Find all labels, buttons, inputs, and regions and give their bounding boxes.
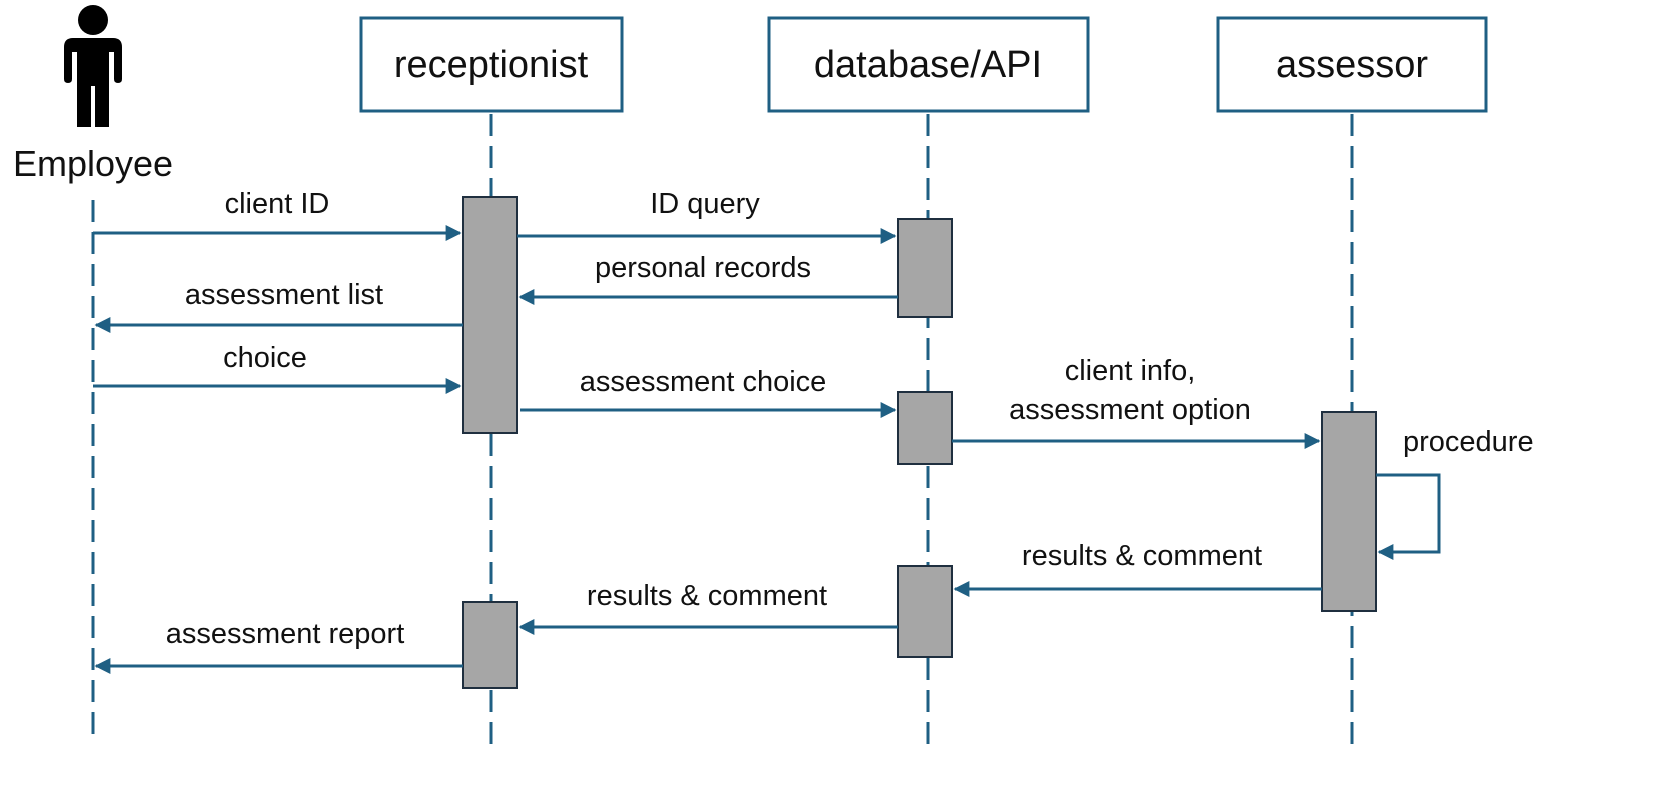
participant-assessor: assessor: [1216, 16, 1488, 113]
activation-bar: [462, 196, 518, 434]
message-label: choice: [223, 342, 307, 374]
self-message-arrow: [1376, 473, 1441, 560]
person-icon: [64, 5, 122, 127]
message-label: results & comment: [587, 580, 827, 612]
message-label: personal records: [595, 252, 811, 284]
message-label: procedure: [1403, 426, 1534, 458]
message-label: client ID: [225, 188, 330, 220]
message-label: assessment list: [185, 279, 383, 311]
message-label: assessment report: [166, 618, 405, 650]
participant-receptionist: receptionist: [359, 16, 624, 113]
activation-bar: [897, 565, 953, 658]
message-label: assessment option: [1009, 394, 1251, 426]
activation-bar: [897, 391, 953, 465]
activation-bar: [462, 601, 518, 689]
activation-bar: [897, 218, 953, 318]
activation-bar: [1321, 411, 1377, 612]
participant-label: receptionist: [394, 44, 589, 86]
message-label: ID query: [650, 188, 760, 220]
participant-database: database/API: [767, 16, 1090, 113]
message-label: results & comment: [1022, 540, 1262, 572]
participant-label: database/API: [814, 44, 1042, 86]
message-label: assessment choice: [580, 366, 827, 398]
message-label: client info,: [1065, 355, 1196, 387]
actor-label: Employee: [13, 143, 173, 184]
participant-label: assessor: [1276, 44, 1428, 86]
